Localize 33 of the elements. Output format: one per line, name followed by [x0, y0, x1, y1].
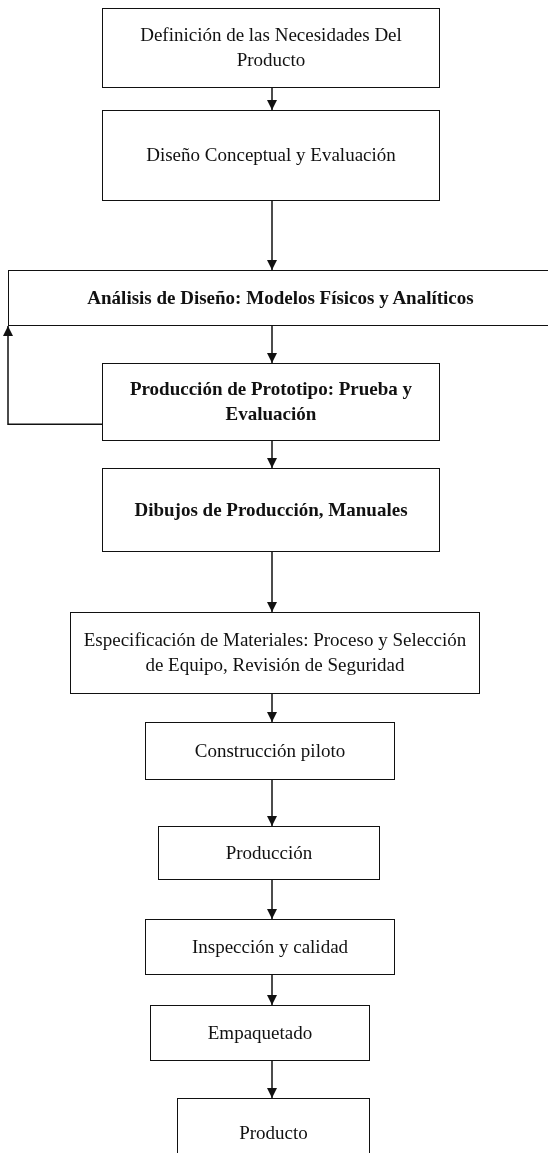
box-label: Análisis de Diseño: Modelos Físicos y Analíticos [87, 285, 474, 310]
arrow [267, 325, 277, 364]
box-label: Inspección y calidad [191, 934, 349, 959]
arrow [267, 1060, 277, 1099]
box-label: Construcción piloto [194, 738, 346, 763]
arrow [267, 200, 277, 271]
process-box [145, 919, 395, 975]
box-label: Diseño Conceptual y Evaluación [146, 143, 396, 168]
box-label: Dibujos de Producción, Manuales [134, 497, 408, 522]
box-label: Producción [225, 840, 313, 865]
process-box [70, 612, 480, 694]
process-box [145, 722, 395, 780]
arrow [267, 879, 277, 920]
arrow [267, 693, 277, 723]
process-box [150, 1005, 370, 1061]
box-label: Producto [239, 1120, 308, 1145]
process-box [177, 1098, 370, 1153]
arrow [267, 779, 277, 827]
process-box [102, 468, 440, 552]
process-box [102, 110, 440, 201]
arrow [3, 325, 103, 425]
arrow [267, 440, 277, 469]
arrow [267, 551, 277, 613]
process-box [102, 363, 440, 441]
process-box [8, 270, 548, 326]
process-box [102, 8, 440, 88]
box-label: Definición de las Necesidades Del Producto [139, 23, 403, 72]
process-box [158, 826, 380, 880]
arrow [267, 974, 277, 1006]
box-label: Producción de Prototipo: Prueba y Evaluación [128, 377, 414, 426]
arrow [267, 87, 277, 111]
box-label: Especificación de Materiales: Proceso y Selección de Equipo, Revisión de Seguridad [82, 628, 468, 677]
box-label: Empaquetado [207, 1020, 313, 1045]
